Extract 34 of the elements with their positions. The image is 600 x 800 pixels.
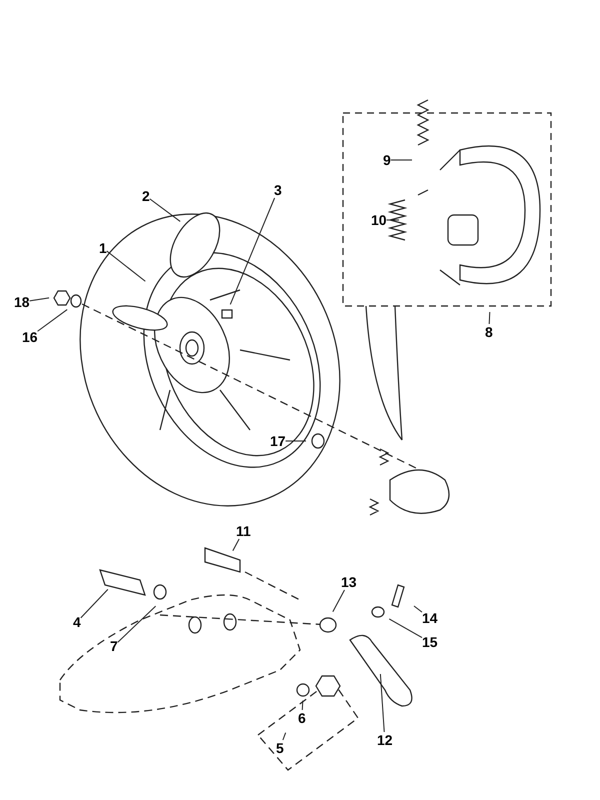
callout-number: 2 [142,188,150,204]
callout-number: 4 [73,614,81,630]
callout-number: 9 [383,152,391,168]
callout-number: 13 [341,574,357,590]
callout-number: 6 [298,710,306,726]
callout-number: 3 [274,182,282,198]
leader-line [388,618,422,638]
callout-number: 7 [110,638,118,654]
leader-line [380,673,385,732]
leader-line [302,700,304,710]
leader-line [285,440,306,442]
leader-line [232,538,240,552]
leader-line [106,250,146,282]
callout-number: 17 [270,433,286,449]
leader-line [488,312,490,324]
leader-line [414,606,422,613]
leader-line [80,588,108,618]
callout-number: 11 [236,523,251,539]
callout-number: 5 [276,740,284,756]
callout-number: 12 [377,732,393,748]
leader-line [117,606,156,643]
leader-line [230,198,276,305]
callout-number: 16 [22,329,38,345]
leader-line [332,590,345,612]
leader-line [149,198,181,222]
leader-line [29,297,50,302]
callout-number: 8 [485,324,493,340]
callout-number: 15 [422,634,438,650]
callout-number: 10 [371,212,387,228]
callout-number: 1 [99,240,107,256]
callout-number: 14 [422,610,438,626]
leader-line [37,309,68,332]
leader-line [282,732,286,740]
callout-number: 18 [14,294,30,310]
